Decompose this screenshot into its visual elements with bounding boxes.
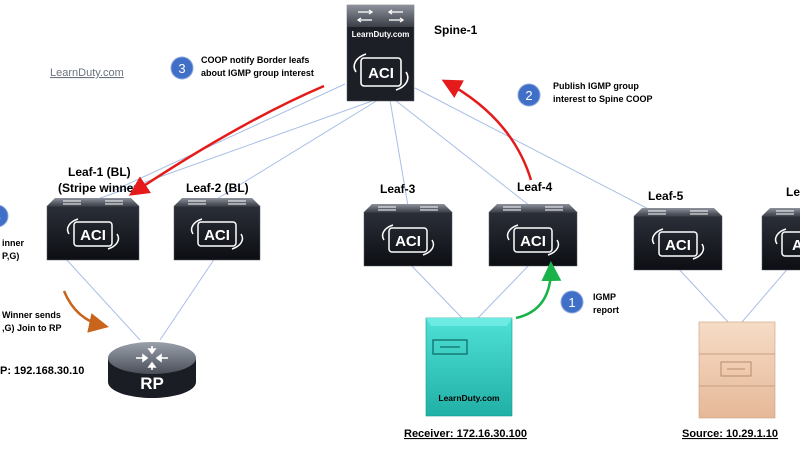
spine-1-switch[interactable]: LearnDuty.com ACI: [346, 4, 415, 102]
step-1-number: 1: [568, 295, 575, 310]
aci-logo-icon: ACI: [651, 228, 705, 260]
receiver-caption: Receiver: 172.16.30.100: [404, 428, 527, 440]
receiver-brand-text: LearnDuty.com: [438, 393, 500, 403]
watermark-text: LearnDuty.com: [50, 67, 124, 79]
aci-logo-icon: ACI: [381, 224, 435, 256]
receiver-server[interactable]: LearnDuty.com: [425, 317, 513, 417]
link-spine-leaf4: [394, 99, 531, 207]
arrow-publish-interest: [441, 79, 533, 181]
spine-brand-text: LearnDuty.com: [352, 30, 410, 39]
link-leaf1-rp: [64, 257, 141, 341]
switch-port-arrows-icon: [356, 9, 405, 23]
switch-port-arrows-icon: [648, 210, 708, 215]
link-leaf3-receiver: [407, 261, 463, 319]
leaf-2-aci-text: ACI: [204, 227, 230, 244]
leaf-3-switch[interactable]: ACI: [363, 204, 453, 267]
rp-caption: P: 192.168.30.10: [0, 365, 84, 377]
leaf-5-aci-text: ACI: [665, 237, 691, 254]
leaf-4-label: Leaf-4: [517, 180, 553, 194]
step-2-number: 2: [525, 88, 532, 103]
link-leaf1-leaf2: [114, 83, 346, 191]
arrow-coop-notify: [128, 84, 325, 196]
spine-label: Spine-1: [434, 23, 478, 37]
leaf-5-label: Leaf-5: [648, 189, 684, 203]
leaf-2-switch[interactable]: ACI: [173, 198, 261, 261]
step-3-number: 3: [178, 61, 185, 76]
step-3-text-line1: COOP notify Border leafs: [201, 55, 309, 65]
step-1-badge: 1: [560, 290, 584, 314]
switch-port-arrows-icon: [188, 200, 246, 205]
link-spine-leaf5: [414, 87, 661, 216]
leaf-1-label: Leaf-1 (BL): [68, 165, 131, 179]
aci-logo-icon: ACI: [66, 218, 120, 250]
leaf-3-aci-text: ACI: [395, 233, 421, 250]
leaf-6-aci-text: A: [792, 237, 800, 254]
spine-aci-text: ACI: [368, 65, 394, 82]
switch-port-arrows-icon: [63, 200, 123, 205]
leaf-6-label: Le: [786, 185, 800, 199]
router-arrows-icon: [136, 346, 168, 370]
rp-router-label: RP: [140, 374, 164, 393]
arrow-join-to-rp: [62, 290, 109, 333]
step-4-number: 4: [0, 209, 1, 224]
aci-logo-icon: ACI: [506, 224, 560, 256]
link-spine-leaf2: [214, 99, 379, 201]
step-2-badge: 2: [517, 83, 541, 107]
switch-port-arrows-icon: [378, 206, 438, 211]
leaf-5-switch[interactable]: ACI: [633, 208, 723, 271]
step-3-text-line2: about IGMP group interest: [201, 68, 314, 78]
link-spine-leaf3: [389, 99, 409, 207]
aci-logo-icon: ACI: [190, 218, 244, 250]
step-3-badge: 3: [170, 56, 194, 80]
link-leaf4-receiver: [477, 261, 533, 319]
leaf-6-switch[interactable]: A: [761, 208, 800, 271]
drive-slot-icon: [720, 361, 752, 377]
aci-logo-icon: ACI: [353, 53, 409, 91]
leaf-1-aci-text: ACI: [80, 227, 106, 244]
leaf-1-sublabel: (Stripe winner): [58, 181, 142, 195]
drive-slot-icon: [432, 339, 468, 355]
step-5-text-line2: ,G) Join to RP: [2, 323, 62, 333]
step-1-text-line1: IGMP: [593, 292, 616, 302]
source-caption: Source: 10.29.1.10: [682, 428, 778, 440]
source-server[interactable]: [698, 321, 776, 419]
leaf-4-switch[interactable]: ACI: [488, 204, 578, 267]
aci-logo-icon: A: [774, 228, 800, 257]
rp-router[interactable]: RP: [108, 342, 196, 398]
switch-port-arrows-icon: [776, 210, 794, 215]
step-5-text-line1: Winner sends: [2, 310, 61, 320]
step-2-text-line2: interest to Spine COOP: [553, 94, 653, 104]
leaf-2-label: Leaf-2 (BL): [186, 181, 249, 195]
step-4-badge: 4: [0, 204, 9, 228]
step-1-text-line2: report: [593, 305, 619, 315]
switch-port-arrows-icon: [503, 206, 563, 211]
arrow-igmp-report: [515, 261, 562, 320]
step-4-text-line2: P,G): [2, 251, 19, 261]
leaf-4-aci-text: ACI: [520, 233, 546, 250]
leaf-3-label: Leaf-3: [380, 182, 416, 196]
link-leaf6-source: [741, 265, 791, 323]
step-2-text-line1: Publish IGMP group: [553, 81, 639, 91]
link-leaf5-source: [675, 265, 729, 323]
leaf-1-switch[interactable]: ACI: [46, 198, 140, 261]
step-4-text-line1: inner: [2, 238, 25, 248]
link-leaf2-rp: [159, 257, 216, 341]
